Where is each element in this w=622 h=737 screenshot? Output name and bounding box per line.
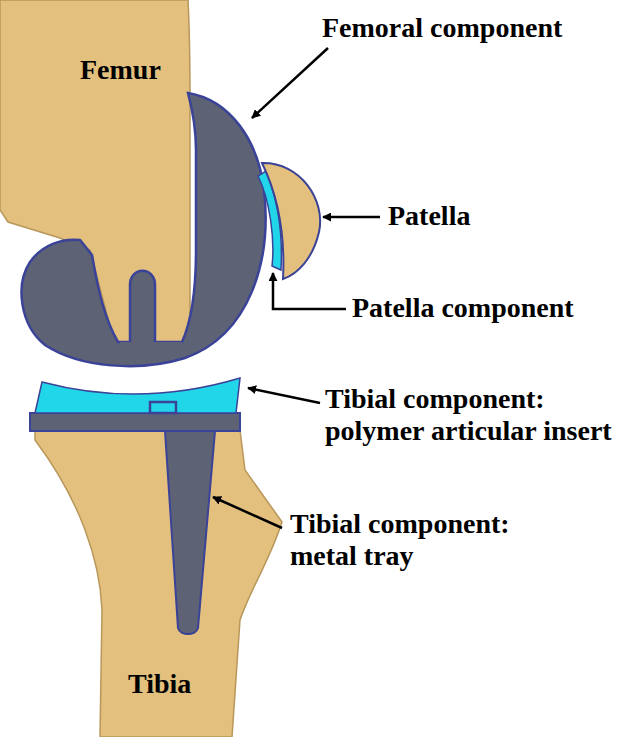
leader-arrow: [252, 48, 328, 118]
leader-arrow: [213, 497, 282, 528]
leader-arrow: [248, 388, 320, 403]
part-label: Tibia: [128, 668, 191, 700]
femoral-peg-base: [120, 342, 182, 350]
part-label: Patella: [388, 200, 470, 232]
part-label: Femoral component: [322, 12, 562, 44]
part-label: Patella component: [352, 292, 574, 324]
tibial-stem: [165, 431, 215, 634]
femoral-peg: [130, 271, 155, 344]
part-label: Tibial component: polymer articular inse…: [325, 383, 616, 447]
tibial-tray: [30, 413, 240, 431]
patella-bone: [262, 163, 320, 279]
leader-arrow: [323, 216, 380, 219]
femoral-component: [22, 93, 266, 366]
locking-notch: [150, 402, 176, 413]
leader-arrow: [273, 273, 346, 309]
polymer-insert: [35, 378, 240, 413]
part-label: Tibial component: metal tray: [290, 508, 540, 572]
part-label: Femur: [80, 54, 161, 86]
tibia-bone: [35, 430, 282, 737]
